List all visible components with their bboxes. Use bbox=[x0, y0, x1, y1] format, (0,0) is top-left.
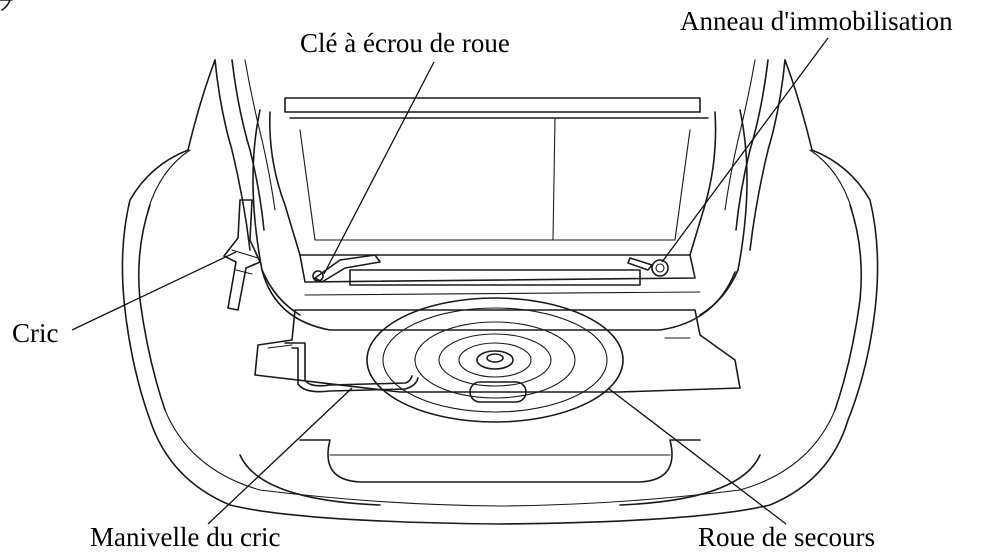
label-spare-wheel: Roue de secours bbox=[698, 522, 875, 552]
spare-wheel-drawing bbox=[366, 297, 624, 423]
label-towing-ring: Anneau d'immobilisation bbox=[680, 6, 953, 36]
leader-towing-ring bbox=[661, 37, 829, 263]
car-body bbox=[121, 59, 879, 525]
leader-wheel-wrench bbox=[323, 61, 435, 275]
label-jack: Cric bbox=[12, 318, 59, 348]
leader-spare-wheel bbox=[607, 387, 787, 525]
wheel-wrench-drawing bbox=[312, 254, 381, 283]
corner-fragment bbox=[0, 0, 13, 11]
leader-jack bbox=[71, 251, 237, 331]
label-jack-handle: Manivelle du cric bbox=[90, 522, 281, 552]
jack-handle-drawing bbox=[284, 342, 419, 393]
trunk-interior bbox=[254, 97, 741, 393]
towing-ring-drawing bbox=[627, 257, 669, 277]
tailgate-pillars bbox=[214, 59, 786, 316]
jack-drawing bbox=[223, 199, 261, 311]
label-wheel-wrench: Clé à écrou de roue bbox=[300, 28, 510, 58]
leader-lines bbox=[71, 37, 829, 525]
leader-jack-handle bbox=[207, 387, 353, 525]
